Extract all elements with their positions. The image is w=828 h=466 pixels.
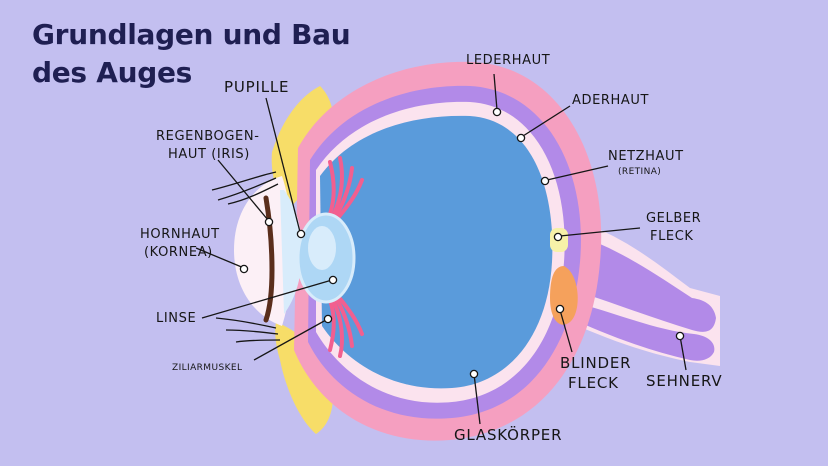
label-regenbogenhaut-2: HAUT (IRIS): [168, 147, 250, 162]
label-netzhaut-sub: (RETINA): [618, 167, 661, 177]
lens-core: [308, 226, 336, 270]
label-glaskoerper: GLASKÖRPER: [454, 425, 562, 444]
dot-linse: [328, 275, 338, 285]
leader-linse: [201, 279, 333, 319]
title-line-2: des Auges: [32, 56, 193, 89]
dot-blinder-fleck: [555, 304, 565, 314]
leader-pupille: [265, 97, 301, 233]
leader-ziliarmuskel: [253, 319, 327, 361]
label-hornhaut-2: (KORNEA): [144, 245, 213, 260]
label-sehnerv: SEHNERV: [646, 372, 722, 390]
page-title: Grundlagen und Bau des Auges: [32, 16, 351, 92]
lower-eyelashes: [215, 317, 281, 343]
label-lederhaut: LEDERHAUT: [466, 53, 550, 68]
dot-ziliarmuskel: [323, 314, 333, 324]
dot-lederhaut: [492, 107, 502, 117]
dot-regenbogenhaut: [264, 217, 274, 227]
label-blinder-fleck-1: BLINDER: [560, 354, 631, 372]
optic-nerve: [566, 232, 716, 332]
lower-eyelid: [275, 322, 333, 434]
label-gelber-fleck-1: GELBER: [646, 211, 701, 226]
label-aderhaut: ADERHAUT: [572, 93, 649, 108]
dot-gelber-fleck: [553, 232, 563, 242]
leader-blinder-fleck: [559, 309, 573, 353]
ciliary-muscle-upper: [328, 156, 364, 220]
leader-gelber-fleck: [559, 227, 641, 237]
label-netzhaut: NETZHAUT: [608, 149, 684, 164]
leader-netzhaut: [546, 165, 609, 181]
leader-lederhaut: [493, 73, 498, 111]
label-hornhaut-1: HORNHAUT: [140, 227, 220, 242]
ciliary-muscle-lower: [328, 294, 364, 358]
dot-sehnerv: [675, 331, 685, 341]
anterior-chamber: [280, 190, 302, 314]
label-gelber-fleck-2: FLECK: [650, 229, 694, 244]
dot-aderhaut: [516, 133, 526, 143]
upper-eyelashes: [211, 171, 279, 205]
label-pupille: PUPILLE: [224, 78, 289, 96]
glaskoerper-vitreous: [320, 115, 553, 389]
label-ziliarmuskel: ZILIARMUSKEL: [172, 363, 242, 373]
label-blinder-fleck-2: FLECK: [568, 374, 619, 392]
leader-hornhaut: [195, 247, 245, 269]
leader-sehnerv: [679, 335, 687, 371]
dot-glaskoerper: [469, 369, 479, 379]
title-line-1: Grundlagen und Bau: [32, 18, 351, 51]
label-linse: LINSE: [156, 311, 196, 326]
hornhaut-cornea: [234, 176, 292, 326]
dot-pupille: [296, 229, 306, 239]
optic-nerve-lower: [566, 300, 715, 361]
dot-netzhaut: [540, 176, 550, 186]
dot-hornhaut: [239, 264, 249, 274]
label-regenbogenhaut-1: REGENBOGEN-: [156, 129, 259, 144]
leader-regenbogenhaut: [217, 159, 269, 221]
leader-glaskoerper: [473, 373, 481, 425]
leader-aderhaut: [522, 105, 571, 137]
